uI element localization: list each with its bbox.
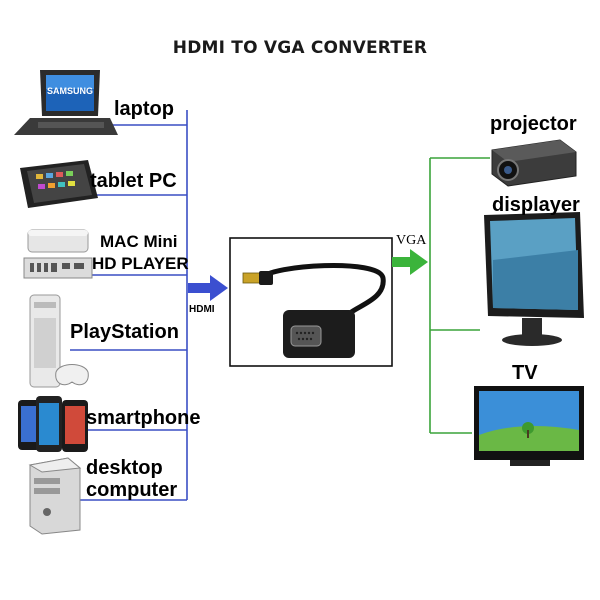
desktop-computer-icon — [28, 457, 82, 535]
displayer-icon — [484, 212, 584, 346]
hdmi-plug-tip — [242, 272, 262, 284]
mac-mini-icon — [27, 229, 89, 253]
output-label-projector: projector — [490, 113, 577, 135]
source-label-playstation: PlayStation — [70, 321, 179, 343]
output-label-displayer: displayer — [492, 194, 580, 216]
hdmi-label: HDMI — [189, 304, 215, 315]
tv-icon — [474, 386, 584, 466]
source-label-desktop: desktop — [86, 457, 163, 479]
hdmi-arrow — [188, 275, 228, 301]
converter-cable — [259, 262, 386, 316]
output-bus — [429, 157, 490, 434]
converter-box — [229, 237, 393, 367]
source-label-tablet: tablet PC — [90, 170, 177, 192]
playstation-icon — [29, 294, 89, 388]
tablet-icon — [20, 160, 98, 208]
source-label-computer: computer — [86, 479, 178, 501]
vga-port — [290, 325, 322, 347]
source-label-smartphone: smartphone — [86, 407, 201, 429]
output-label-tv: TV — [512, 362, 538, 384]
source-label-laptop: laptop — [114, 98, 174, 120]
hdmi-plug-body — [259, 271, 273, 285]
hd-player-icon — [23, 257, 93, 279]
source-label-macmini: MAC Mini — [100, 232, 178, 251]
smartphone-icon — [18, 396, 88, 452]
input-bus — [70, 110, 188, 501]
source-label-hdplayer: HD PLAYER — [92, 254, 189, 273]
laptop-brand: SAMSUNG — [47, 86, 93, 96]
projector-icon — [491, 139, 577, 187]
vga-arrow — [392, 249, 428, 275]
laptop-icon: SAMSUNG — [14, 70, 118, 135]
controller-icon — [55, 364, 89, 386]
vga-label: VGA — [396, 233, 427, 248]
diagram-title: HDMI TO VGA CONVERTER — [172, 38, 428, 58]
